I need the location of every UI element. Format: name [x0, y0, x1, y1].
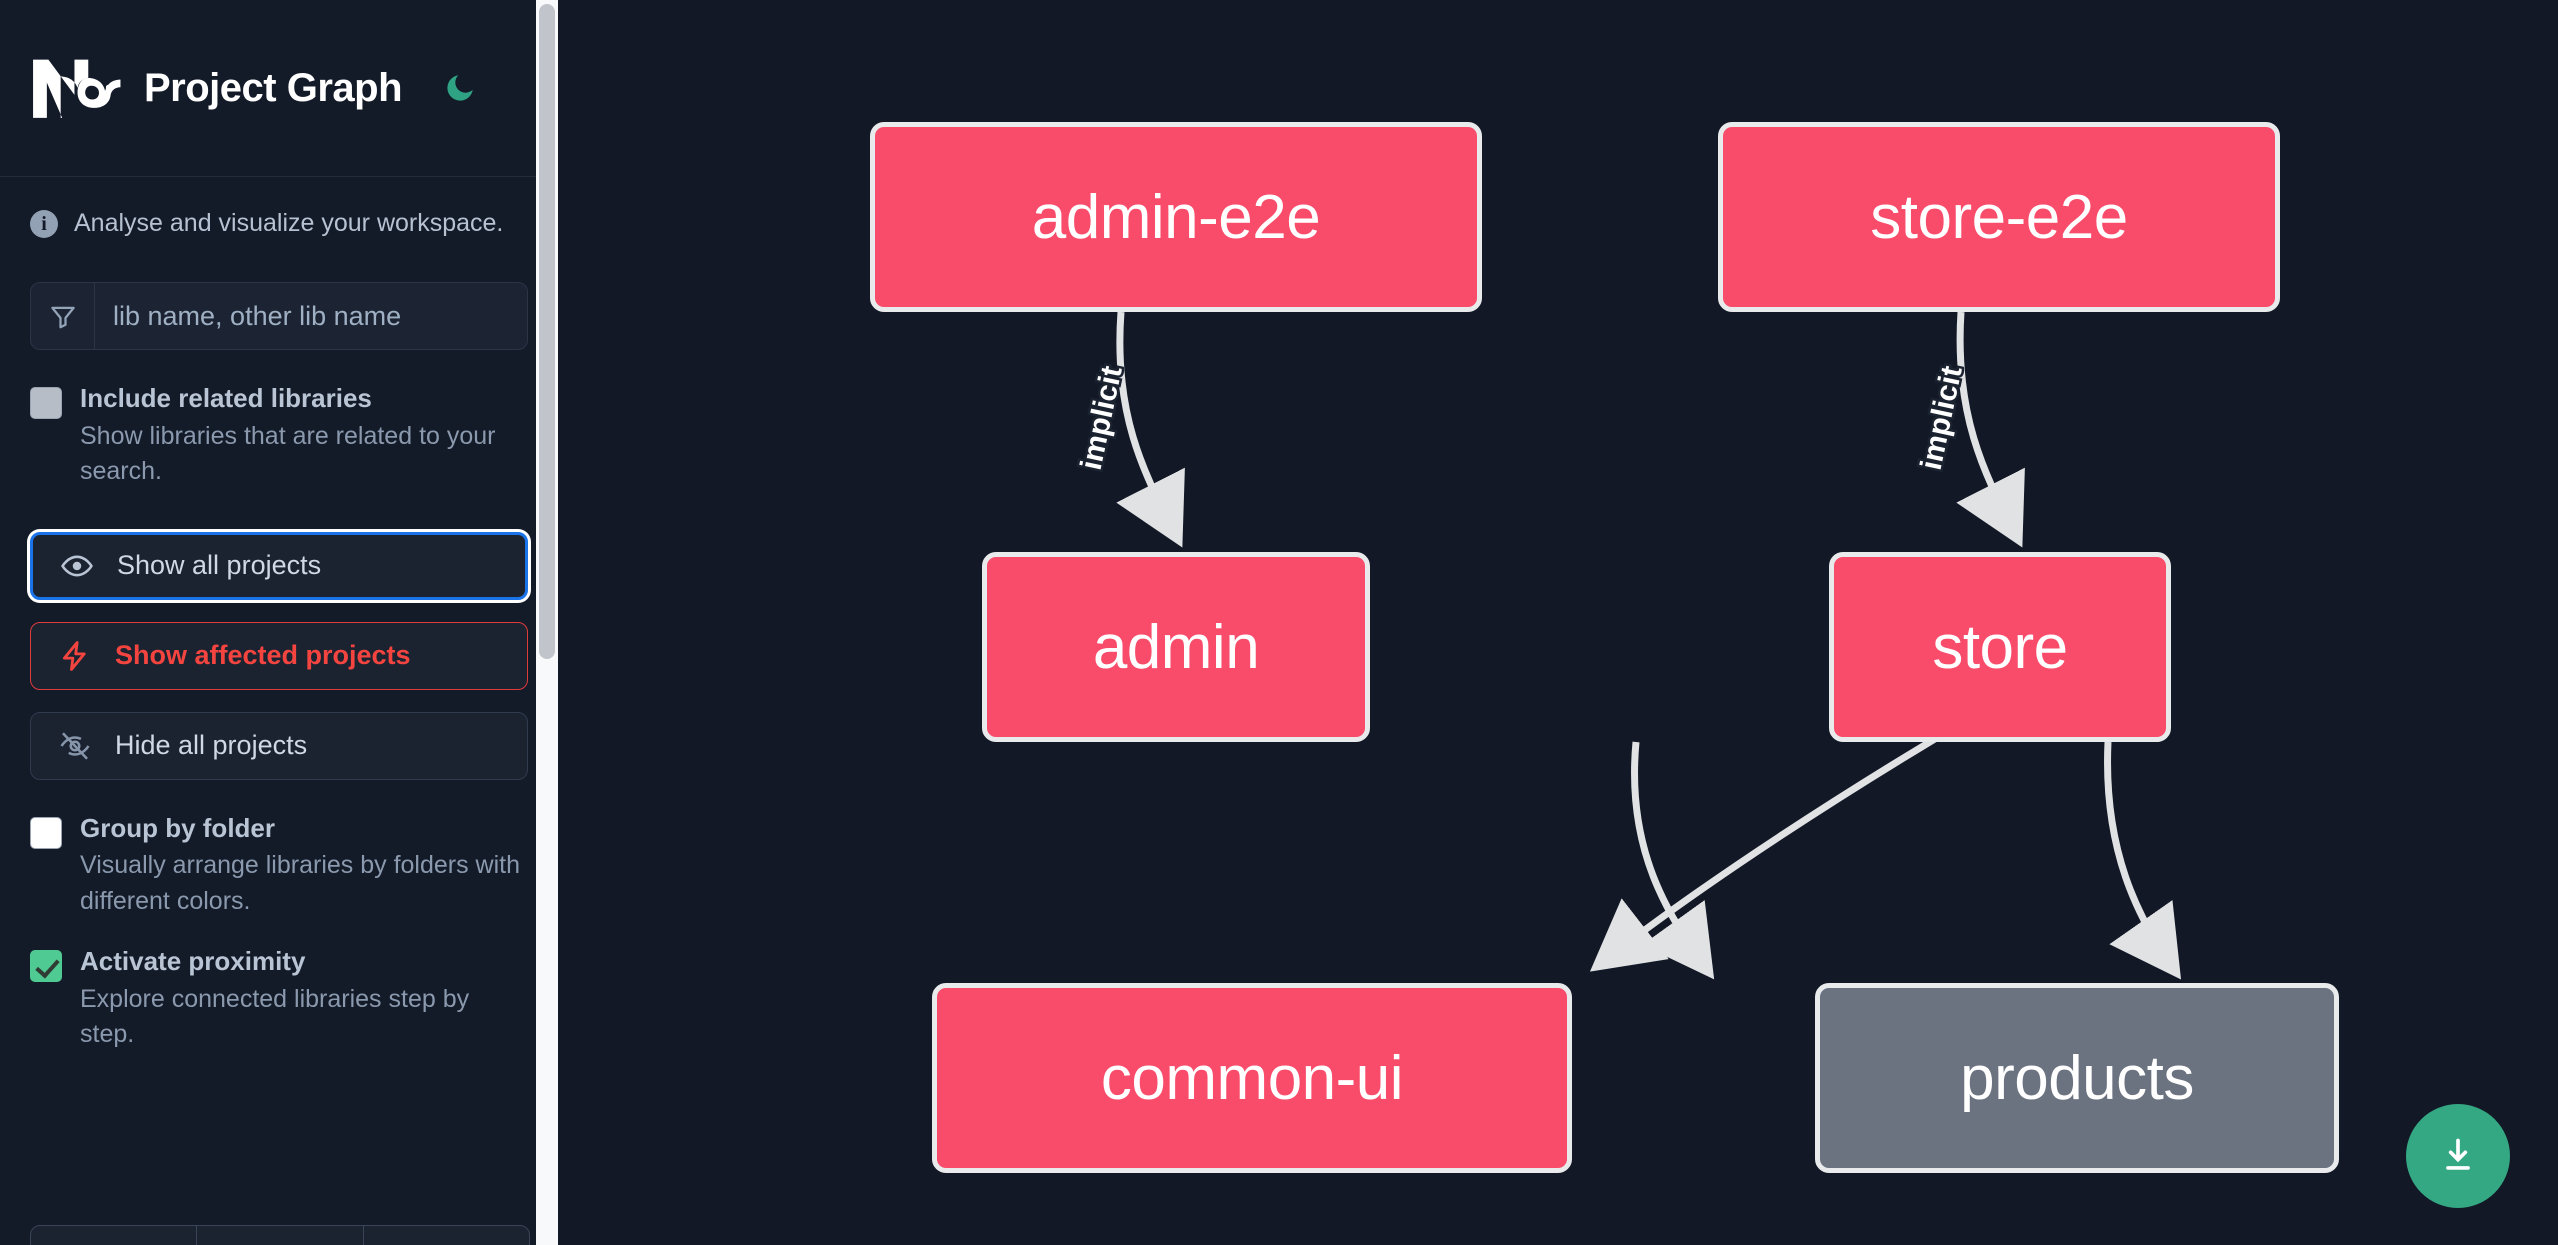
option-group-by-folder[interactable]: Group by folder Visually arrange librari… — [0, 780, 558, 920]
edge-admin-common-ui — [1631, 741, 1715, 980]
eye-icon — [59, 548, 95, 584]
eye-off-icon — [57, 728, 93, 764]
edge-store-e2e-store — [1956, 311, 2025, 548]
svg-text:implicit: implicit — [1915, 363, 1969, 473]
graph-edges: implicit implicit — [1072, 311, 2182, 980]
graph-node-admin-e2e[interactable]: admin-e2e — [870, 122, 1482, 312]
search-input[interactable] — [95, 283, 527, 349]
filter-funnel-icon — [31, 283, 95, 349]
edge-admin-e2e-admin — [1116, 311, 1185, 548]
show-all-projects-label: Show all projects — [117, 550, 322, 580]
svg-text:implicit: implicit — [1075, 363, 1129, 473]
edge-store-common-ui — [1589, 714, 1972, 972]
tagline-text: Analyse and visualize your workspace. — [74, 209, 504, 237]
proximity-segmented-control[interactable] — [30, 1225, 530, 1245]
page-title: Project Graph — [144, 65, 403, 110]
option-description: Show libraries that are related to your … — [80, 421, 496, 486]
edge-label-implicit-admin: implicit — [1072, 361, 1131, 476]
segment-3[interactable] — [364, 1226, 529, 1245]
edge-label-implicit-store: implicit — [1912, 361, 1971, 476]
option-description: Explore connected libraries step by step… — [80, 984, 470, 1049]
include-related-libraries-checkbox[interactable] — [30, 387, 62, 419]
info-icon: i — [30, 209, 58, 238]
show-affected-projects-label: Show affected projects — [115, 640, 411, 670]
node-label: store-e2e — [1870, 182, 2128, 252]
sidebar-tagline: i Analyse and visualize your workspace. — [0, 177, 558, 238]
node-label: products — [1960, 1043, 2194, 1113]
option-label: Group by folder — [80, 812, 275, 843]
node-label: store — [1932, 612, 2068, 682]
option-description: Visually arrange libraries by folders wi… — [80, 851, 521, 915]
hide-all-projects-label: Hide all projects — [115, 730, 308, 760]
moon-icon[interactable] — [438, 66, 482, 110]
edge-store-products — [2104, 741, 2182, 980]
node-label: common-ui — [1100, 1043, 1404, 1113]
show-all-projects-button[interactable]: Show all projects — [30, 531, 528, 600]
sidebar: Project Graph i Analyse and visualize yo… — [0, 0, 558, 1245]
sidebar-scrollbar[interactable] — [536, 0, 558, 1245]
node-label: admin-e2e — [1031, 182, 1321, 252]
graph-canvas[interactable]: implicit implicit admin-e2e store-e2e ad… — [558, 0, 2558, 1245]
group-by-folder-checkbox[interactable] — [30, 816, 62, 849]
graph-node-common-ui[interactable]: common-ui — [932, 983, 1572, 1173]
option-activate-proximity[interactable]: Activate proximity Explore connected lib… — [0, 919, 558, 1053]
show-affected-projects-button[interactable]: Show affected projects — [30, 621, 528, 690]
sidebar-header: Project Graph — [0, 0, 558, 177]
download-button[interactable] — [2406, 1104, 2510, 1208]
node-label: admin — [1092, 612, 1260, 682]
hide-all-projects-button[interactable]: Hide all projects — [30, 711, 528, 780]
search-field[interactable] — [30, 282, 528, 350]
option-include-related-libraries[interactable]: Include related libraries Show libraries… — [0, 350, 558, 490]
projects-button-group: Show all projects Show affected projects — [30, 531, 528, 780]
segment-2[interactable] — [197, 1226, 364, 1245]
graph-node-admin[interactable]: admin — [982, 552, 1370, 742]
lightning-bolt-icon — [57, 638, 93, 674]
option-label: Activate proximity — [80, 946, 306, 976]
nx-logo-icon — [30, 55, 122, 121]
download-icon — [2446, 1138, 2470, 1170]
graph-node-store-e2e[interactable]: store-e2e — [1718, 122, 2280, 312]
graph-node-store[interactable]: store — [1829, 552, 2171, 742]
segment-1[interactable] — [31, 1226, 198, 1245]
graph-node-products[interactable]: products — [1815, 983, 2339, 1173]
sidebar-scrollbar-thumb[interactable] — [539, 4, 555, 659]
activate-proximity-checkbox[interactable] — [30, 950, 62, 982]
option-label: Include related libraries — [80, 383, 372, 413]
